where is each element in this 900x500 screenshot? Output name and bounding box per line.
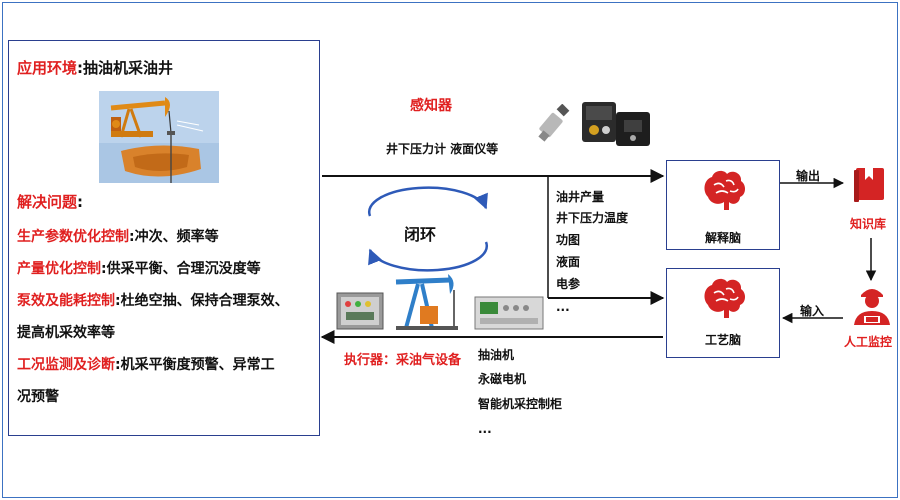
closed-loop-cycle-icon	[368, 186, 488, 272]
interpret-brain-label: 解释脑	[704, 231, 741, 245]
sensor-devices: 井下压力计 液面仪等	[386, 142, 499, 156]
actuator-title: 执行器：采油气设备	[344, 353, 462, 368]
actuator-item: 抽油机	[478, 348, 515, 362]
actuator-item: 永磁电机	[478, 372, 527, 386]
brain-icon	[704, 170, 746, 210]
pumpjack-unit-icon	[395, 274, 458, 330]
pumpjack-well-illustration	[99, 91, 219, 183]
process-brain-label: 工艺脑	[704, 333, 741, 347]
pressure-gauge-sensor-icon	[538, 104, 570, 142]
data-item: 功图	[556, 233, 581, 247]
control-cabinet-icon	[336, 292, 384, 330]
manual-monitor-label: 人工监控	[844, 335, 893, 349]
problem-row-4-cont: 况预警	[17, 389, 59, 405]
application-panel: 应用环境:抽油机采油井 解决问题: 生产参数优化控制:冲次、频率等 产量优化控制…	[8, 40, 320, 436]
problem-row-2: 产量优化控制:供采平衡、合理沉没度等	[17, 261, 261, 277]
operator-person-icon	[854, 289, 890, 325]
problems-heading: 解决问题:	[17, 193, 84, 211]
env-heading: 应用环境:抽油机采油井	[17, 59, 174, 77]
data-item: 液面	[556, 255, 581, 269]
brain-icon	[704, 278, 746, 318]
actuator-item: 智能机采控制柜	[478, 397, 563, 411]
knowledge-base-book-icon	[854, 168, 884, 202]
input-label: 输入	[800, 304, 825, 318]
data-item: ...	[556, 300, 570, 314]
problem-row-4: 工况监测及诊断:机采平衡度预警、异常工	[17, 357, 275, 373]
knowledge-base-label: 知识库	[850, 217, 887, 231]
problem-row-3-cont: 提高机采效率等	[17, 325, 115, 341]
data-item: 井下压力温度	[556, 211, 629, 225]
level-meter-kit-icon	[582, 102, 650, 146]
data-item: 油井产量	[556, 190, 605, 204]
interpret-brain-box: 解释脑	[666, 160, 780, 250]
sensor-title: 感知器	[410, 98, 452, 114]
smart-control-panel-icon	[474, 296, 544, 330]
actuator-item: ...	[478, 422, 492, 436]
problem-row-3: 泵效及能耗控制:杜绝空抽、保持合理泵效、	[17, 293, 289, 309]
process-brain-box: 工艺脑	[666, 268, 780, 358]
data-item: 电参	[556, 277, 581, 291]
closed-loop-label: 闭环	[404, 225, 437, 244]
problem-row-1: 生产参数优化控制:冲次、频率等	[17, 229, 219, 245]
output-label: 输出	[796, 169, 821, 183]
